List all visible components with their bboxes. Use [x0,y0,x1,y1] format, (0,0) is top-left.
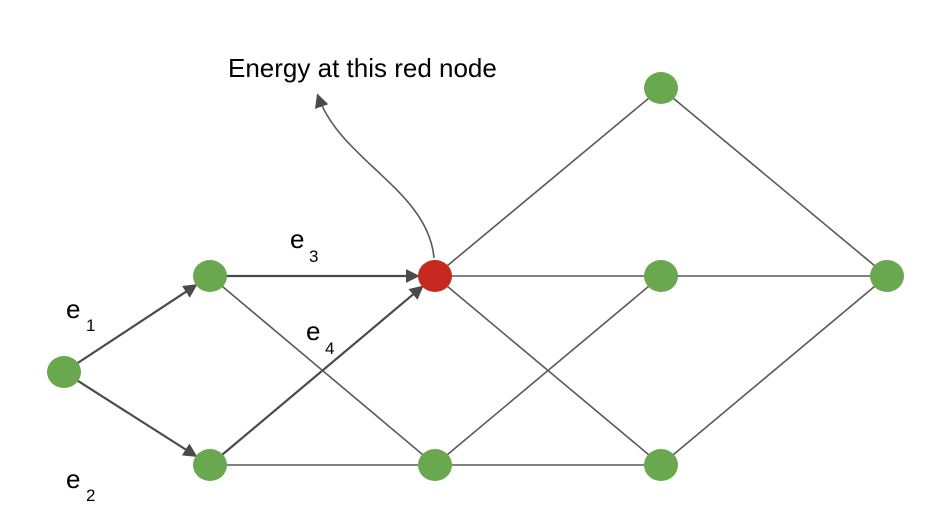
edge-label-e4: e 4 [306,316,334,358]
nodes-layer [47,72,904,481]
edge-n2-n3 [209,285,424,466]
edges-layer [63,87,888,466]
svg-text:3: 3 [309,247,318,266]
edge-n1-n4 [209,275,436,466]
node-n5 [644,72,678,104]
svg-text:1: 1 [86,316,95,335]
red-node [418,260,452,292]
svg-text:e: e [66,294,80,324]
edge-label-e1: e 1 [66,294,95,335]
svg-text:2: 2 [86,486,95,505]
node-n6 [644,260,678,292]
node-n0 [47,356,81,388]
annotation-label: Energy at this red node [228,53,497,83]
svg-text:4: 4 [325,339,334,358]
edge-n7-n8 [660,275,888,466]
edge-n0-n2 [63,371,198,457]
edge-n0-n1 [63,284,198,373]
svg-text:e: e [306,316,320,346]
edge-label-e3: e 3 [290,224,318,266]
node-n7 [644,449,678,481]
edge-n3-n5 [434,87,662,277]
edge-n5-n8 [660,87,888,277]
edge-n4-n6 [434,275,662,466]
node-n2 [193,449,227,481]
node-n1 [193,260,227,292]
node-n4 [418,449,452,481]
node-n8 [870,260,904,292]
annotation-curve [315,93,435,259]
svg-text:e: e [290,224,304,254]
svg-text:e: e [66,464,80,494]
edge-label-e2: e 2 [66,464,95,505]
